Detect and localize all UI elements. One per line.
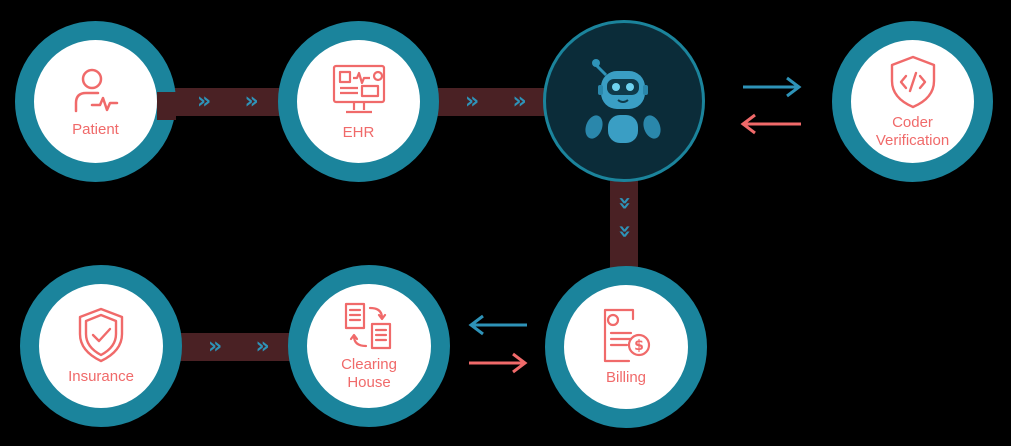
ring-gap <box>157 92 176 120</box>
node-coder-verification[interactable]: Coder Verification <box>832 21 993 182</box>
chevrons-ehr-ai: » » <box>465 89 533 114</box>
node-clearing-house[interactable]: Clearing House <box>288 265 450 427</box>
patient-monitor-icon <box>74 68 118 112</box>
node-label-insurance: Insurance <box>68 368 134 385</box>
node-ehr[interactable]: EHR <box>278 21 439 182</box>
node-label-billing: Billing <box>605 369 647 386</box>
node-patient[interactable]: Patient <box>15 21 176 182</box>
svg-text:$: $ <box>634 338 644 354</box>
document-exchange-icon <box>344 302 392 350</box>
arrow-left-icon <box>740 113 801 135</box>
node-billing[interactable]: $ Billing <box>545 266 707 428</box>
node-label-ehr: EHR <box>342 123 375 141</box>
invoice-dollar-icon: $ <box>603 308 651 363</box>
check-shield-icon <box>78 307 124 363</box>
chevrons-insurance-clearing: » » <box>208 334 276 359</box>
arrow-right-icon <box>743 76 802 98</box>
node-label-coder-verification: Coder Verification <box>875 113 950 149</box>
arrow-right-icon <box>469 352 528 374</box>
chevrons-ai-billing: »» <box>612 196 637 253</box>
connector-patient-ehr <box>160 88 290 116</box>
node-label-clearing-house: Clearing House <box>341 356 397 391</box>
node-ai[interactable] <box>543 20 705 182</box>
code-shield-icon <box>890 55 935 108</box>
ehr-screen-icon <box>332 64 385 113</box>
chevrons-patient-ehr: » » <box>197 89 265 114</box>
node-insurance[interactable]: Insurance <box>20 265 182 427</box>
robot-icon <box>585 59 661 143</box>
node-label-patient: Patient <box>72 120 119 138</box>
arrow-left-icon <box>468 314 527 336</box>
